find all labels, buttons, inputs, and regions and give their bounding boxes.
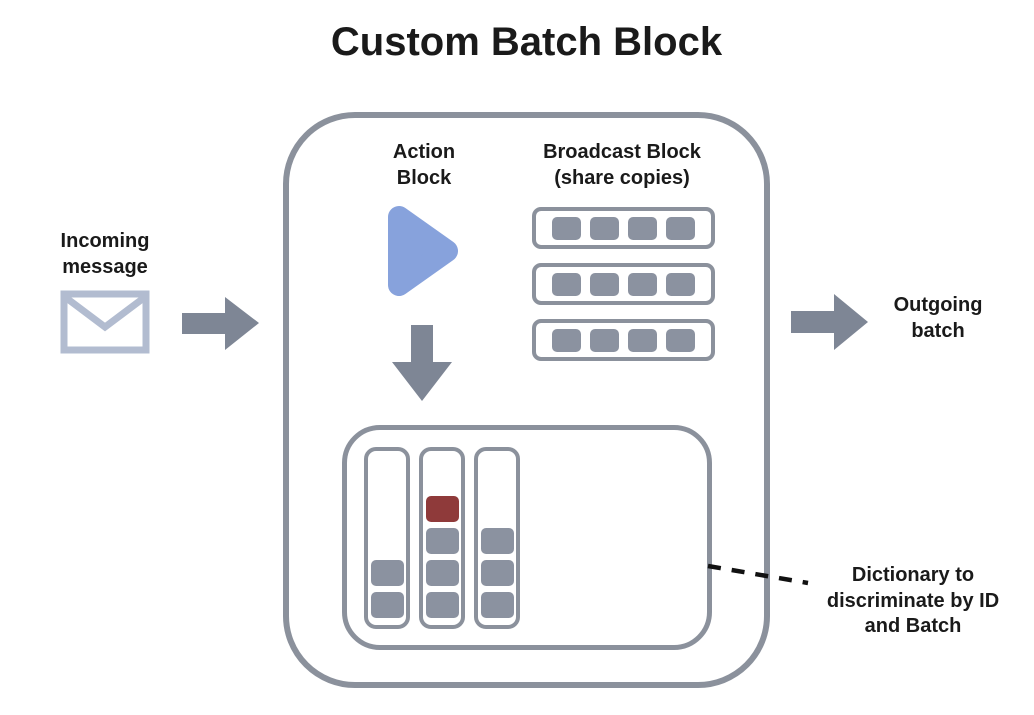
broadcast-row: [532, 207, 715, 249]
incoming-message-label: Incoming message: [60, 230, 150, 278]
outgoing-batch-label: Outgoing batch: [893, 294, 983, 342]
batch-cell: [480, 592, 514, 618]
message-cell: [552, 216, 581, 240]
batch-cell: [370, 592, 404, 618]
message-cell: [552, 328, 581, 352]
message-cell: [628, 328, 657, 352]
message-cell: [666, 216, 695, 240]
dictionary-columns: [364, 447, 520, 629]
dictionary-column: [474, 447, 520, 629]
broadcast-row: [532, 263, 715, 305]
batch-cell: [480, 560, 514, 586]
dashed-pointer-line: [707, 563, 809, 586]
highlighted-batch-cell: [425, 496, 459, 522]
message-cell: [666, 272, 695, 296]
message-cell: [628, 272, 657, 296]
batch-cell: [480, 528, 514, 554]
message-cell: [628, 216, 657, 240]
dictionary-note: Dictionary to discriminate by ID and Bat…: [826, 564, 1000, 638]
message-cell: [590, 328, 619, 352]
outgoing-arrow-icon: [791, 294, 868, 350]
message-cell: [590, 272, 619, 296]
batch-cell: [425, 528, 459, 554]
message-cell: [552, 272, 581, 296]
envelope-icon: [60, 290, 150, 354]
diagram-title: Custom Batch Block: [330, 20, 723, 64]
message-cell: [666, 328, 695, 352]
batch-cell: [425, 592, 459, 618]
dictionary-column: [419, 447, 465, 629]
batch-cell: [370, 560, 404, 586]
custom-batch-block-container: [283, 112, 770, 688]
action-block-label: Action Block: [392, 141, 456, 189]
incoming-arrow-icon: [182, 297, 259, 350]
broadcast-row: [532, 319, 715, 361]
broadcast-block-rows: [532, 207, 715, 361]
message-cell: [590, 216, 619, 240]
dictionary-column: [364, 447, 410, 629]
action-block-play-icon: [388, 206, 458, 296]
broadcast-block-label: Broadcast Block (share copies): [543, 141, 701, 189]
down-arrow-icon: [392, 325, 452, 401]
batch-cell: [425, 560, 459, 586]
